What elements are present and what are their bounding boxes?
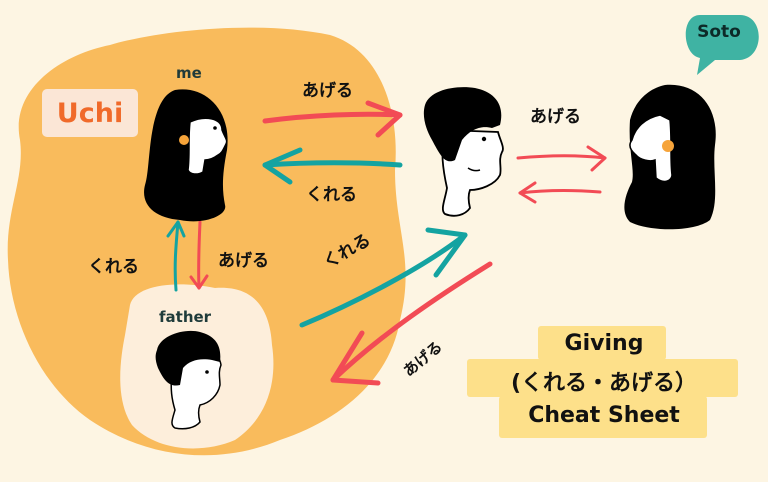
title-line-2: (くれる・あげる） xyxy=(510,371,698,396)
soto-label: Soto xyxy=(697,22,741,42)
arrow-me-to-man xyxy=(262,100,403,138)
man-avatar xyxy=(423,87,504,217)
arrow-label-me-to-man: あげる xyxy=(302,81,353,101)
arrow-label-man-to-me: くれる xyxy=(306,185,357,205)
soto-bubble xyxy=(685,15,759,75)
cheat-sheet-title: Giving (くれる・あげる） Cheat Sheet xyxy=(470,325,738,440)
earring xyxy=(179,135,189,145)
title-highlight xyxy=(467,326,738,438)
title-line-3: Cheat Sheet xyxy=(528,403,680,428)
me-label: me xyxy=(176,64,202,82)
arrow-man-to-me xyxy=(262,147,403,185)
earring xyxy=(662,140,674,152)
arrow-father-to-me xyxy=(166,220,186,292)
me-avatar xyxy=(144,89,228,222)
arrow-woman-to-man xyxy=(518,181,602,204)
arrow-man-to-woman xyxy=(516,145,607,172)
arrow-label-father-to-me: くれる xyxy=(88,257,139,277)
arrow-me-to-father xyxy=(189,220,209,290)
father-avatar xyxy=(155,330,222,430)
arrow-label-man-to-woman: あげる xyxy=(530,107,581,127)
arrow-father-to-man xyxy=(299,227,468,328)
uchi-badge: Uchi xyxy=(42,89,138,137)
arrow-man-to-father xyxy=(330,261,493,386)
father-label: father xyxy=(159,308,212,326)
soto-woman-avatar xyxy=(624,84,716,230)
arrow-label-me-to-father: あげる xyxy=(218,251,269,271)
title-line-1: Giving xyxy=(564,331,644,356)
